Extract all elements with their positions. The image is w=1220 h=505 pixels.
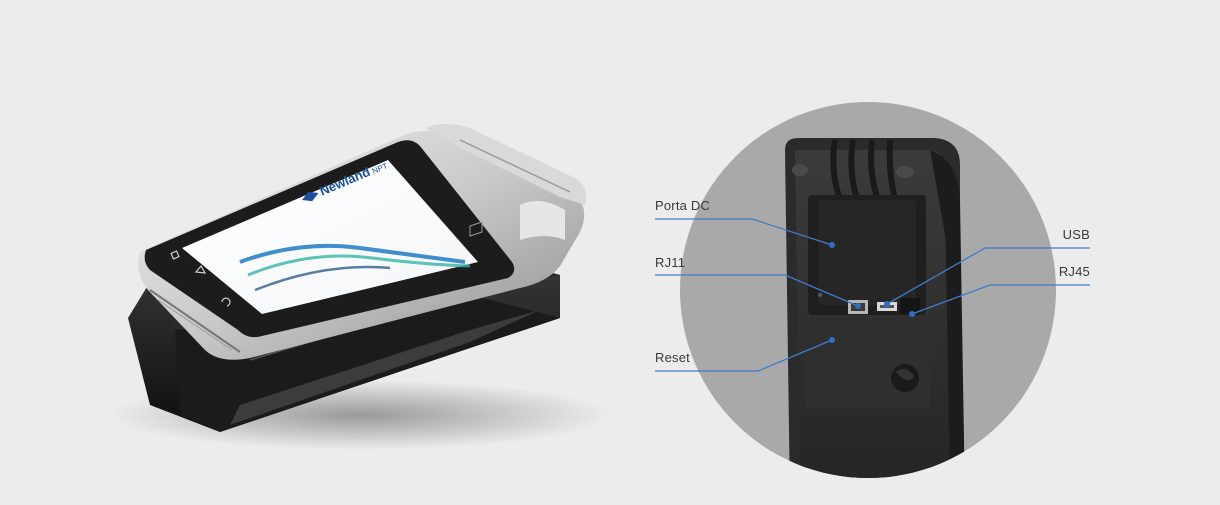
callout-label-reset: Reset <box>655 350 690 365</box>
callout-label-rj45: RJ45 <box>1058 264 1090 279</box>
callout-label-usb: USB <box>1062 227 1090 242</box>
back-key-icon <box>221 297 231 307</box>
dot-reset <box>829 337 835 343</box>
leader-usb <box>886 247 1090 305</box>
callout-dots <box>829 242 915 343</box>
dot-rj11 <box>855 303 861 309</box>
callout-label-porta-dc: Porta DC <box>655 198 711 213</box>
terminal-screen <box>182 160 478 314</box>
home-key-icon <box>194 264 207 274</box>
pos-terminal-with-dock: Newland NPT <box>110 124 610 450</box>
brand-logo-mark <box>302 191 319 202</box>
leader-rj11 <box>655 274 859 307</box>
callout-label-rj11: RJ11 <box>655 255 686 270</box>
leader-rj45 <box>911 284 1090 315</box>
terminal-body: Newland NPT <box>138 124 587 360</box>
ports-detail-zoom <box>680 102 1056 478</box>
callout-lines <box>655 218 1090 372</box>
leader-porta-dc <box>655 218 833 246</box>
dot-porta-dc <box>829 242 835 248</box>
rj45-port <box>900 298 920 314</box>
leader-reset <box>655 339 833 372</box>
menu-key-icon <box>170 250 180 260</box>
dot-usb <box>884 301 890 307</box>
dot-rj45 <box>909 311 915 317</box>
nav-keys <box>170 250 231 307</box>
